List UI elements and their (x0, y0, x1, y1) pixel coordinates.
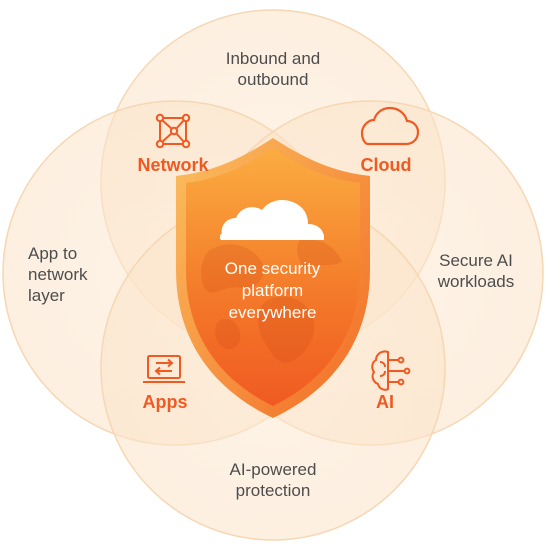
feature-cloud: Cloud (360, 155, 412, 175)
shield-caption: One security platform everywhere (224, 259, 321, 322)
security-shield (176, 138, 370, 418)
brain-circuit-icon (371, 350, 411, 391)
cloudflare-cloud-logo (220, 199, 324, 240)
label-ai-powered-protection: AI-powered protection (229, 460, 317, 500)
globe-watermark (201, 239, 342, 363)
laptop-transfer-icon (143, 355, 185, 383)
label-inbound-outbound: Inbound and outbound (225, 49, 321, 89)
feature-network: Network (137, 155, 209, 175)
feature-ai: AI (376, 392, 394, 412)
cloud-outline-icon (360, 106, 420, 146)
label-secure-ai-workloads: Secure AI workloads (437, 251, 515, 291)
label-app-to-network-layer: App to network layer (28, 244, 88, 305)
network-mesh-icon (155, 113, 191, 149)
feature-apps: Apps (142, 392, 188, 412)
